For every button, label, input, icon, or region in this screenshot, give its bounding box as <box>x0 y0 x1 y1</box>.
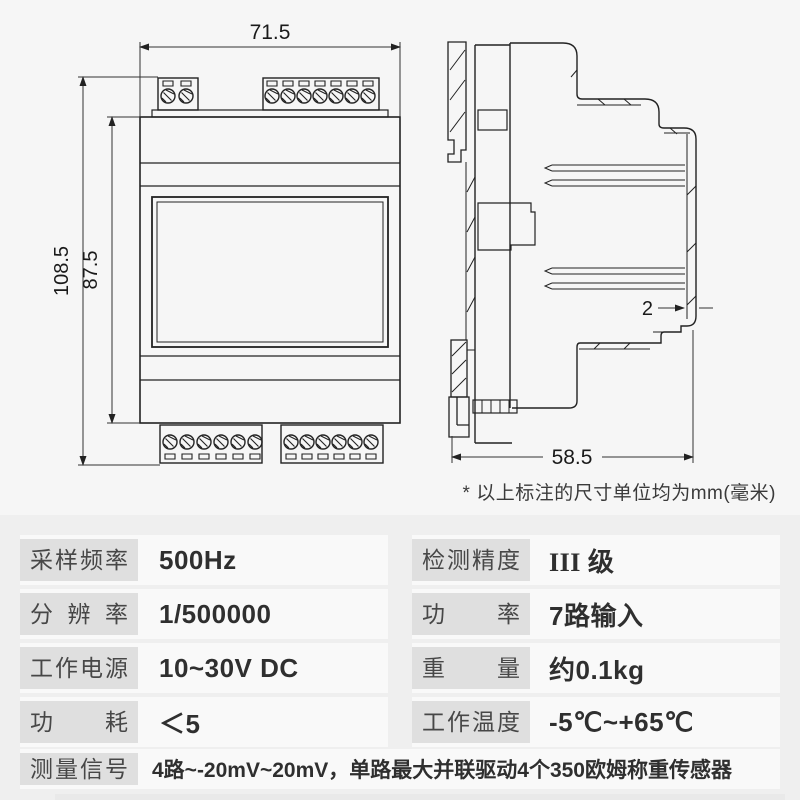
dim-depth-label: 58.5 <box>552 446 593 469</box>
next-section-edge <box>55 794 785 800</box>
dimension-drawing-panel: 71.5 108.5 87.5 2 58.5 <box>51 21 776 504</box>
front-view-drawing <box>139 77 401 464</box>
spec-label: 工作温度 <box>422 708 520 735</box>
spec-label-cell: 重量 <box>412 647 530 689</box>
spec-value: -5℃~+65℃ <box>549 706 694 737</box>
spec-row-operating-temperature: 工作温度 -5℃~+65℃ <box>412 697 780 747</box>
spec-label-cell: 功耗 <box>20 701 138 743</box>
dim-width-label: 71.5 <box>250 21 291 44</box>
spec-value: 10~30V DC <box>159 652 299 683</box>
spec-value: ＜5 <box>159 708 201 739</box>
spec-label-cell: 工作温度 <box>412 701 530 743</box>
dim-body-height-label: 87.5 <box>80 251 102 290</box>
spec-label-cell: 测量信号 <box>20 753 138 785</box>
spec-row-weight: 重量 约0.1kg <box>412 643 780 693</box>
spec-label: 检测精度 <box>422 546 520 573</box>
spec-row-sampling-rate: 采样频率 500Hz <box>20 535 388 585</box>
spec-row-channels: 功率 7路输入 <box>412 589 780 639</box>
spec-row-accuracy: 检测精度 III 级 <box>412 535 780 585</box>
spec-row-measurement-signal: 测量信号 4路~-20mV~20mV，单路最大并联驱动4个350欧姆称重传感器 <box>20 749 780 789</box>
dim-total-height-label: 108.5 <box>51 246 73 296</box>
spec-label: 采样频率 <box>30 546 128 573</box>
spec-label: 重量 <box>422 654 520 681</box>
spec-table: 采样频率 500Hz 分辨率 1/500000 工作电源 10~30V DC 功… <box>0 515 800 800</box>
front-view-dimensions <box>78 42 401 466</box>
spec-label-cell: 检测精度 <box>412 539 530 581</box>
spec-row-power-supply: 工作电源 10~30V DC <box>20 643 388 693</box>
spec-value: 1/500000 <box>159 598 272 629</box>
side-view-drawing <box>447 41 697 444</box>
spec-value: 约0.1kg <box>549 654 645 685</box>
spec-label-cell: 分辨率 <box>20 593 138 635</box>
spec-value: III 级 <box>549 547 615 577</box>
spec-value: 7路输入 <box>549 600 644 631</box>
spec-label: 测量信号 <box>30 755 128 782</box>
spec-label: 工作电源 <box>30 654 128 681</box>
spec-label-cell: 工作电源 <box>20 647 138 689</box>
spec-label: 分辨率 <box>30 600 128 627</box>
spec-label: 功耗 <box>30 708 128 735</box>
spec-value: 500Hz <box>159 544 237 575</box>
side-view-dimensions <box>451 304 713 463</box>
spec-label-cell: 功率 <box>412 593 530 635</box>
spec-label: 功率 <box>422 600 520 627</box>
spec-row-power-consumption: 功耗 ＜5 <box>20 697 388 747</box>
spec-value: 4路~-20mV~20mV，单路最大并联驱动4个350欧姆称重传感器 <box>152 759 732 782</box>
dim-wall-thickness-label: 2 <box>642 298 653 320</box>
technical-drawing: 71.5 108.5 87.5 2 58.5 <box>51 21 713 469</box>
dimension-unit-note: * 以上标注的尺寸单位均为mm(毫米) <box>462 483 776 504</box>
spec-row-resolution: 分辨率 1/500000 <box>20 589 388 639</box>
spec-label-cell: 采样频率 <box>20 539 138 581</box>
